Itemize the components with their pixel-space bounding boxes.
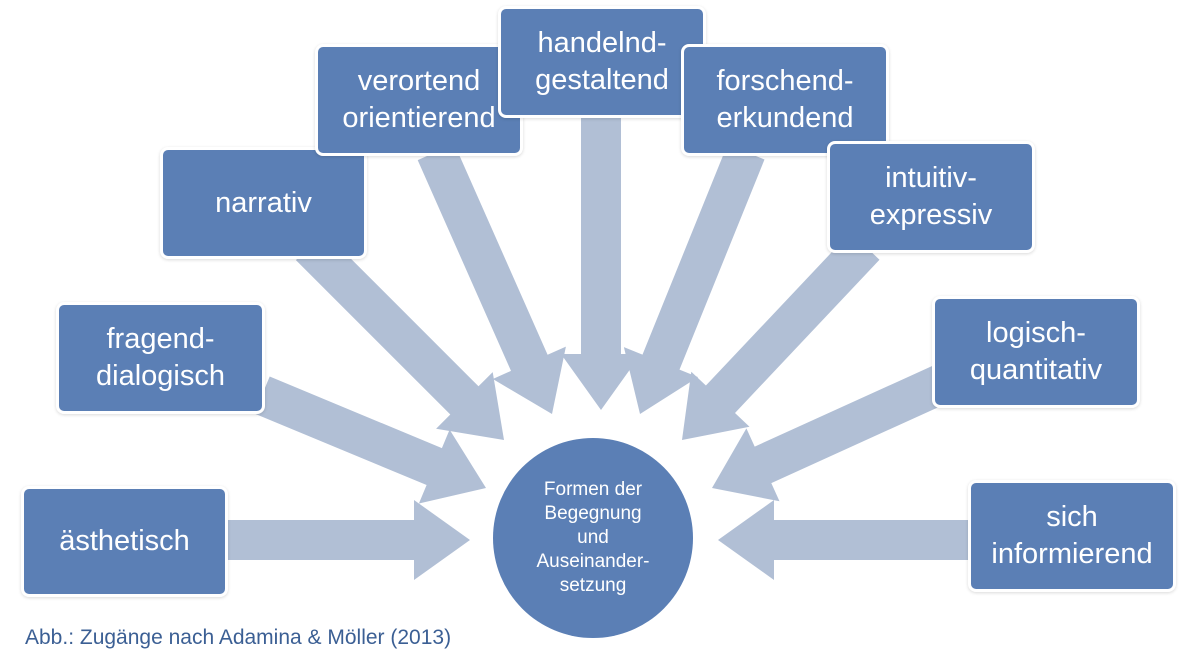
arrow-informierend	[718, 500, 968, 580]
box-fragend-dialogisch: fragend- dialogisch	[56, 302, 265, 414]
box-logisch-quantitativ: logisch- quantitativ	[932, 296, 1140, 408]
box-sich-informierend: sich informierend	[968, 480, 1176, 592]
center-circle: Formen der Begegnung und Auseinander- se…	[493, 438, 693, 638]
arrow-logisch	[712, 365, 950, 502]
box-verortend-orientierend: verortend orientierend	[315, 44, 523, 156]
box-handelnd-gestaltend: handelnd- gestaltend	[498, 6, 706, 118]
box-aesthetisch: ästhetisch	[21, 486, 228, 597]
box-narrativ: narrativ	[160, 147, 367, 259]
arrow-aesthetisch	[228, 500, 470, 580]
arrow-narrativ	[295, 231, 504, 440]
box-intuitiv-expressiv: intuitiv- expressiv	[827, 141, 1035, 253]
arrow-handelnd	[561, 118, 641, 410]
arrow-verortend	[417, 143, 566, 414]
figure-caption: Abb.: Zugänge nach Adamina & Möller (201…	[25, 626, 452, 649]
arrow-fragend	[254, 376, 486, 504]
arrow-forschend	[623, 144, 765, 414]
box-forschend-erkundend: forschend- erkundend	[681, 44, 889, 156]
arrow-intuitiv	[682, 232, 880, 440]
